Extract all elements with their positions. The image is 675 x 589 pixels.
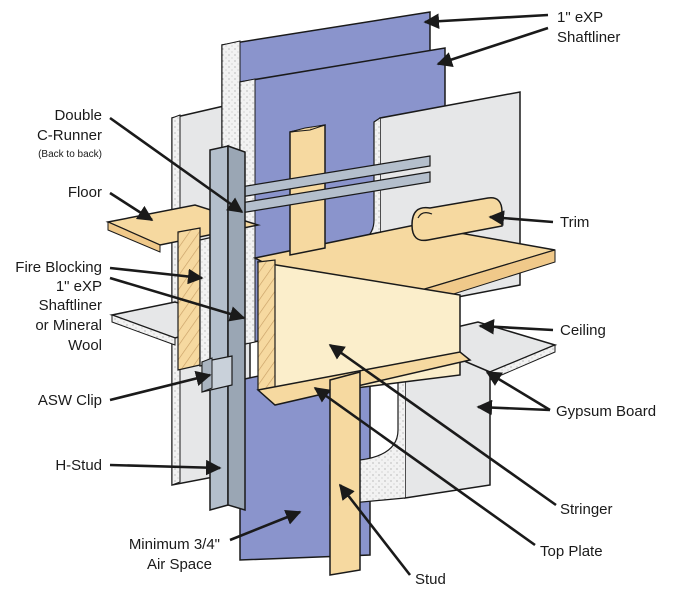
label-c-runner-3: (Back to back) <box>38 149 102 160</box>
arrow-fire-blocking-b <box>109 276 246 322</box>
label-stud: Stud <box>415 571 446 588</box>
top-plate <box>256 351 472 406</box>
arrow-c-runner <box>109 116 244 214</box>
trim <box>411 197 503 242</box>
arrow-shaftliner-b <box>436 26 549 68</box>
double-c-runner <box>221 155 431 217</box>
arrow-fire-blocking-a <box>109 266 204 285</box>
arrow-stud <box>338 483 412 576</box>
label-air-space-1: Minimum 3/4" <box>129 536 220 553</box>
arrow-floor <box>109 191 154 222</box>
label-air-space-2: Air Space <box>147 556 212 573</box>
arrow-gypsum-b <box>476 399 551 416</box>
label-floor: Floor <box>68 184 102 201</box>
label-h-stud: H-Stud <box>55 457 102 474</box>
label-fire-blocking-5: Wool <box>68 337 102 354</box>
label-shaftliner-top-2: Shaftliner <box>557 29 620 46</box>
stud-upper <box>289 124 326 256</box>
arrow-ceiling <box>478 318 554 335</box>
label-ceiling: Ceiling <box>560 322 606 339</box>
label-fire-blocking-1: Fire Blocking <box>15 259 102 276</box>
label-top-plate: Top Plate <box>540 543 603 560</box>
leader-arrows <box>109 13 557 576</box>
label-gypsum-board: Gypsum Board <box>556 403 656 420</box>
label-stringer: Stringer <box>560 501 613 518</box>
label-shaftliner-top-1: 1" eXP <box>557 9 603 26</box>
arrow-top-plate <box>313 386 536 547</box>
label-c-runner-1: Double <box>54 107 102 124</box>
label-c-runner-2: C-Runner <box>37 127 102 144</box>
label-asw-clip: ASW Clip <box>38 392 102 409</box>
h-stud <box>209 144 246 512</box>
arrow-shaftliner-a <box>423 13 549 29</box>
arrow-h-stud <box>109 459 222 476</box>
labels: 1" eXP Shaftliner Double C-Runner (Back … <box>15 9 656 588</box>
arrow-stringer <box>328 343 557 507</box>
label-fire-blocking-3: Shaftliner <box>39 297 102 314</box>
asw-clip <box>201 355 233 393</box>
arrow-gypsum-a <box>485 370 551 412</box>
label-fire-blocking-2: 1" eXP <box>56 278 102 295</box>
label-trim: Trim <box>560 214 589 231</box>
stud-lower <box>329 371 361 576</box>
arrow-air-space <box>229 509 302 542</box>
arrow-trim <box>488 210 554 226</box>
arrow-asw-clip <box>109 370 212 402</box>
label-fire-blocking-4: or Mineral <box>35 317 102 334</box>
